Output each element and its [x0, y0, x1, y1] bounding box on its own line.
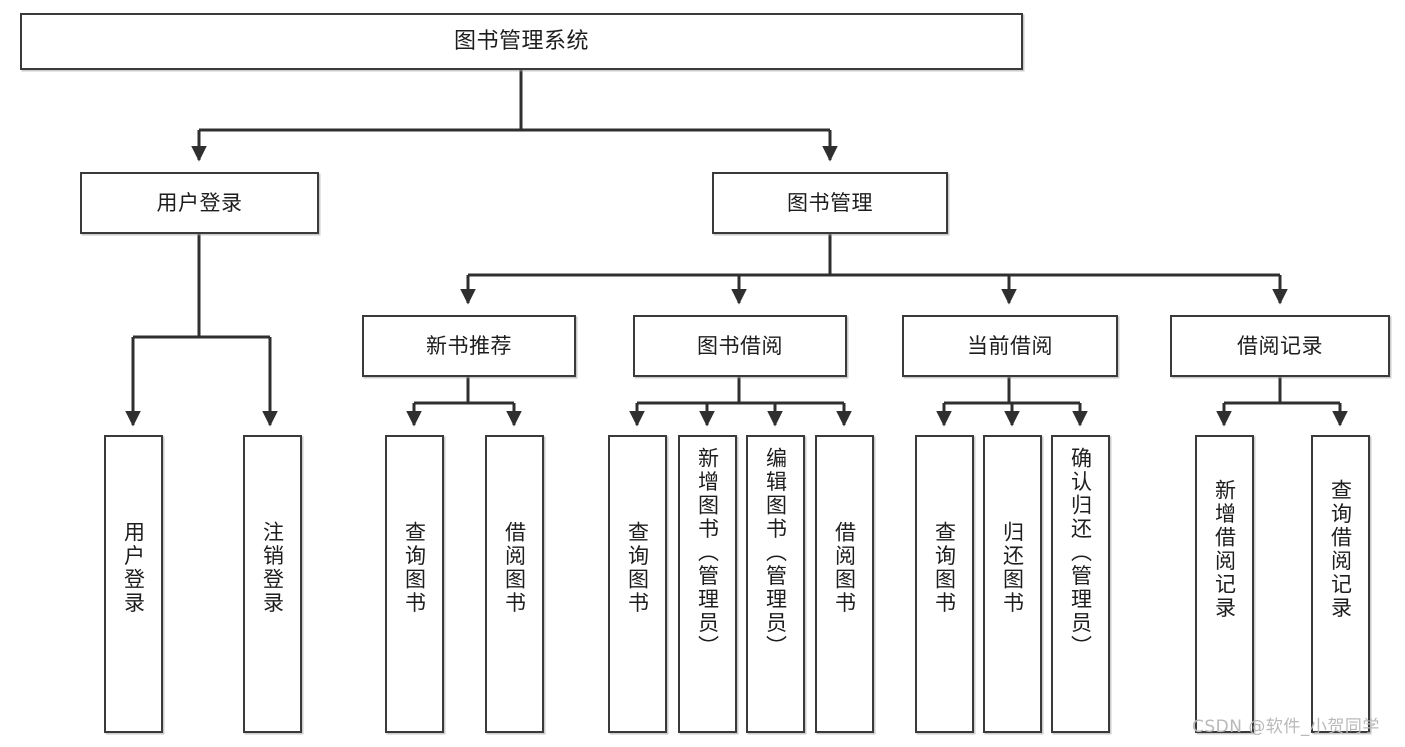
node-label: 借阅图书: [832, 521, 857, 615]
node-label: 图书管理: [787, 190, 873, 215]
leaf-logout-login[interactable]: 注销登录: [243, 435, 302, 733]
node-label: 用户登录: [121, 521, 146, 615]
node-label: 借阅图书: [502, 521, 527, 615]
node-label: 归还图书: [1000, 521, 1025, 615]
csdn-watermark: CSDN @软件_小贺同学: [1192, 717, 1380, 737]
leaf-user-login[interactable]: 用户登录: [104, 435, 163, 733]
node-book-borrow[interactable]: 图书借阅: [633, 315, 847, 377]
node-borrow-record[interactable]: 借阅记录: [1170, 315, 1390, 377]
leaf-confirm-return-admin[interactable]: 确认归还（管理员）: [1051, 435, 1110, 733]
leaf-query-book-recommend[interactable]: 查询图书: [385, 435, 444, 733]
leaf-query-book-borrow[interactable]: 查询图书: [608, 435, 667, 733]
node-label: 注销登录: [260, 521, 285, 615]
node-label: 用户登录: [156, 190, 243, 215]
node-book-management[interactable]: 图书管理: [712, 172, 948, 234]
leaf-add-borrow-record[interactable]: 新增借阅记录: [1195, 435, 1254, 733]
node-label: 当前借阅: [967, 333, 1053, 358]
node-label: 查询图书: [625, 521, 650, 615]
node-label: 新书推荐: [426, 333, 512, 358]
node-label: 编辑图书（管理员）: [763, 447, 788, 659]
node-label: 查询图书: [932, 521, 957, 615]
node-label: 图书管理系统: [453, 28, 589, 54]
node-root-book-management-system[interactable]: 图书管理系统: [20, 13, 1023, 70]
leaf-edit-book-admin[interactable]: 编辑图书（管理员）: [746, 435, 805, 733]
node-new-book-recommend[interactable]: 新书推荐: [362, 315, 576, 377]
node-label: 查询借阅记录: [1328, 479, 1353, 620]
leaf-query-book-current[interactable]: 查询图书: [915, 435, 974, 733]
node-label: 借阅记录: [1237, 333, 1323, 358]
node-label: 新增借阅记录: [1212, 479, 1237, 620]
leaf-borrow-book-borrow[interactable]: 借阅图书: [815, 435, 874, 733]
node-label: 查询图书: [402, 521, 427, 615]
node-label: 图书借阅: [697, 333, 783, 358]
node-current-borrow[interactable]: 当前借阅: [902, 315, 1118, 377]
leaf-return-book[interactable]: 归还图书: [983, 435, 1042, 733]
node-user-login[interactable]: 用户登录: [80, 172, 319, 234]
node-label: 确认归还（管理员）: [1068, 447, 1093, 659]
node-label: 新增图书（管理员）: [695, 447, 720, 659]
leaf-add-book-admin[interactable]: 新增图书（管理员）: [678, 435, 737, 733]
leaf-borrow-book-recommend[interactable]: 借阅图书: [485, 435, 544, 733]
leaf-query-borrow-record[interactable]: 查询借阅记录: [1311, 435, 1370, 733]
